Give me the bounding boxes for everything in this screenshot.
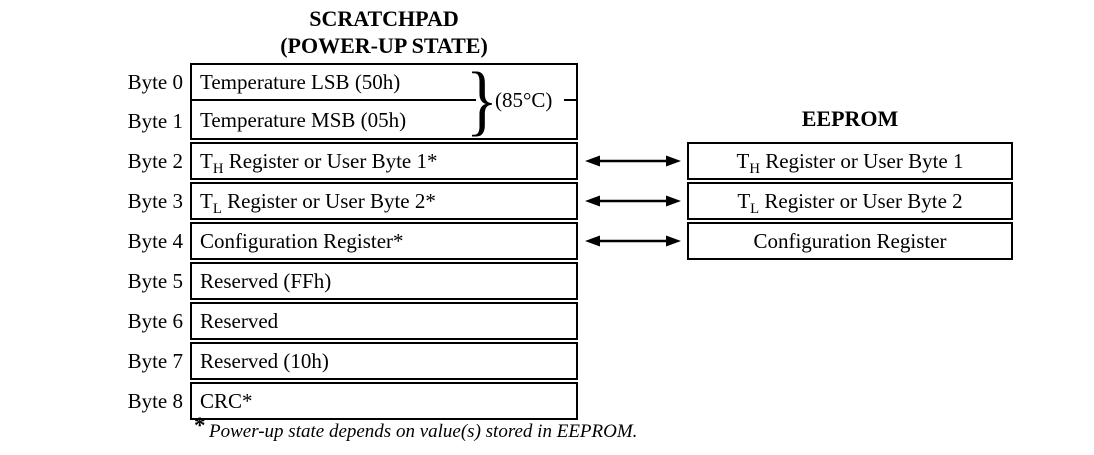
eeprom-row-th: TH Register or User Byte 1 [687, 142, 1013, 180]
scratchpad-row-config: Configuration Register* [190, 222, 578, 260]
scratchpad-title-line2: (POWER-UP STATE) [280, 33, 488, 58]
bidirectional-arrow-icon [585, 155, 681, 167]
cell-text-prefix: T [200, 149, 213, 173]
cell-text-suffix: Register or User Byte 2 [759, 189, 963, 213]
row-separator-line [192, 99, 476, 101]
cell-text-prefix: T [736, 149, 750, 173]
cell-text-subscript: H [749, 161, 760, 178]
cell-text-subscript: L [750, 201, 760, 218]
eeprom-cell-config: Configuration Register [753, 229, 947, 253]
brace-glyph: } [466, 56, 498, 143]
byte-label-0: Byte 0 [127, 70, 183, 94]
scratchpad-cell-temp-msb: Temperature MSB (05h) [200, 108, 407, 132]
powerup-temperature-annotation: (85°C) [495, 88, 553, 112]
scratchpad-row-reserved-10h: Reserved (10h) [190, 342, 578, 380]
cell-text-prefix: T [737, 189, 751, 213]
byte-label-8: Byte 8 [127, 389, 183, 413]
cell-text-suffix: Register or User Byte 2* [221, 189, 436, 213]
byte-label-7: Byte 7 [127, 349, 183, 373]
scratchpad-row-temperature: Temperature LSB (50h) Temperature MSB (0… [190, 58, 578, 142]
scratchpad-row-reserved-ffh: Reserved (FFh) [190, 262, 578, 300]
footnote-asterisk: * [194, 413, 206, 438]
scratchpad-cell-tl: TL Register or User Byte 2* [192, 184, 576, 218]
scratchpad-cell-crc: CRC* [200, 389, 253, 413]
cell-text-prefix: T [200, 189, 213, 213]
cell-text-subscript: H [212, 161, 224, 178]
cell-text-suffix: Register or User Byte 1* [223, 149, 438, 173]
scratchpad-cell-temp-lsb: Temperature LSB (50h) [200, 70, 401, 94]
eeprom-cell-th: TH Register or User Byte 1 [689, 144, 1011, 178]
byte-label-4: Byte 4 [127, 229, 183, 253]
footnote-text: Power-up state depends on value(s) store… [209, 421, 638, 442]
byte-label-3: Byte 3 [127, 189, 183, 213]
scratchpad-row-crc: CRC* [190, 382, 578, 420]
scratchpad-title-line1: SCRATCHPAD [309, 6, 459, 31]
eeprom-row-config: Configuration Register [687, 222, 1013, 260]
byte-label-2: Byte 2 [127, 149, 183, 173]
scratchpad-cell-config: Configuration Register* [200, 229, 404, 253]
byte-label-1: Byte 1 [127, 109, 183, 133]
scratchpad-row-th: TH Register or User Byte 1* [190, 142, 578, 180]
cell-text-subscript: L [212, 201, 222, 218]
annotation-connector-line [564, 99, 576, 101]
scratchpad-cell-reserved-ffh: Reserved (FFh) [200, 269, 332, 293]
scratchpad-cell-reserved-10h: Reserved (10h) [200, 349, 329, 373]
scratchpad-row-tl: TL Register or User Byte 2* [190, 182, 578, 220]
eeprom-cell-tl: TL Register or User Byte 2 [689, 184, 1011, 218]
byte-label-6: Byte 6 [127, 309, 183, 333]
byte-label-5: Byte 5 [127, 269, 183, 293]
scratchpad-title: SCRATCHPAD (POWER-UP STATE) [190, 5, 578, 59]
scratchpad-row-reserved: Reserved [190, 302, 578, 340]
cell-text-suffix: Register or User Byte 1 [759, 149, 964, 173]
bidirectional-arrow-icon [585, 235, 681, 247]
scratchpad-cell-th: TH Register or User Byte 1* [192, 144, 576, 178]
eeprom-title: EEPROM [801, 106, 899, 131]
scratchpad-cell-reserved: Reserved [200, 309, 279, 333]
bidirectional-arrow-icon [585, 195, 681, 207]
eeprom-row-tl: TL Register or User Byte 2 [687, 182, 1013, 220]
